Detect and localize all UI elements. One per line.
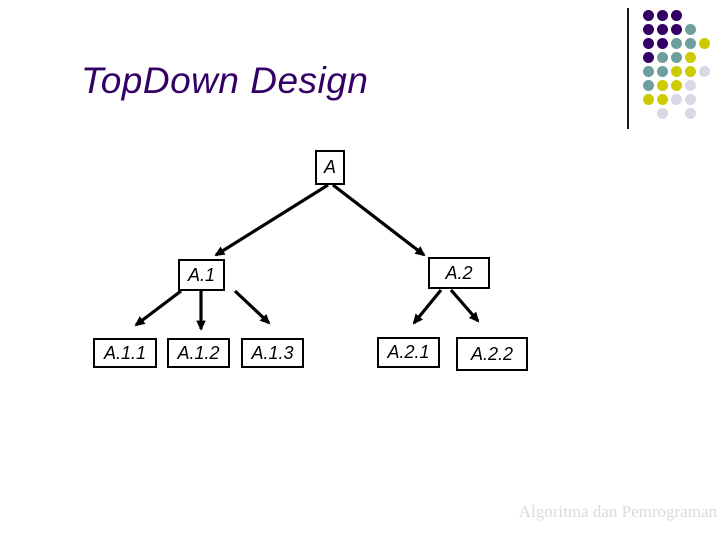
tree-node-label: A.2.1: [387, 342, 430, 362]
deco-dot-lavender: [684, 93, 696, 105]
tree-node-label: A: [323, 157, 336, 177]
deco-dot-purple: [642, 9, 654, 21]
deco-dot-purple: [642, 37, 654, 49]
tree-node-label: A.1.2: [177, 342, 220, 363]
deco-dot-teal: [684, 23, 696, 35]
tree-edge-A-1-to-A-1-1: [134, 289, 182, 327]
tree-node-label: A.2.2: [470, 343, 514, 364]
deco-dot-teal: [670, 37, 682, 49]
deco-dot-lavender: [670, 93, 682, 105]
tree-node-label: A.1: [187, 264, 216, 285]
tree-node-label: A.2: [445, 262, 473, 283]
deco-dot-purple: [670, 9, 682, 21]
tree-node-label: A.1.3: [251, 342, 294, 363]
tree-edge-A-to-A-1: [214, 183, 329, 257]
deco-dot-yellow: [684, 51, 696, 63]
deco-dot-teal: [656, 51, 668, 63]
tree-edge-A-to-A-2: [332, 183, 426, 257]
deco-dot-teal: [684, 37, 696, 49]
tree-node-A-1-2: A.1.2: [167, 338, 230, 368]
tree-edge-A-2-to-A-2-1: [412, 288, 443, 325]
deco-dot-teal: [656, 65, 668, 77]
tree-node-A-2-2: A.2.2: [456, 337, 528, 371]
slide-title: TopDown Design: [81, 60, 369, 101]
deco-dot-yellow: [642, 93, 654, 105]
deco-dot-yellow: [698, 37, 710, 49]
deco-dot-yellow: [670, 79, 682, 91]
deco-dot-purple: [656, 9, 668, 21]
deco-dot-lavender: [684, 107, 696, 119]
deco-dot-teal: [642, 79, 654, 91]
tree-node-A-1: A.1: [178, 259, 225, 291]
deco-dot-purple: [642, 23, 654, 35]
deco-dot-yellow: [670, 65, 682, 77]
tree-node-A-2-1: A.2.1: [377, 337, 440, 368]
deco-dot-yellow: [684, 65, 696, 77]
deco-dot-yellow: [656, 93, 668, 105]
deco-dot-teal: [670, 51, 682, 63]
deco-dot-yellow: [656, 79, 668, 91]
decoration-vertical-line: [627, 8, 629, 129]
deco-dot-lavender: [684, 79, 696, 91]
footer-text: Algoritma dan Pemrograman: [518, 502, 717, 521]
deco-dot-purple: [656, 23, 668, 35]
tree-edge-A-2-to-A-2-2: [449, 288, 480, 323]
deco-dot-purple: [670, 23, 682, 35]
deco-dot-teal: [642, 65, 654, 77]
deco-dot-purple: [642, 51, 654, 63]
tree-edge-A-1-to-A-1-3: [233, 289, 271, 325]
deco-dot-lavender: [698, 65, 710, 77]
tree-node-A-2: A.2: [428, 257, 490, 289]
tree-node-A: A: [315, 150, 345, 185]
deco-dot-lavender: [656, 107, 668, 119]
tree-node-label: A.1.1: [103, 342, 147, 363]
tree-node-A-1-1: A.1.1: [93, 338, 157, 368]
tree-node-A-1-3: A.1.3: [241, 338, 304, 368]
deco-dot-purple: [656, 37, 668, 49]
